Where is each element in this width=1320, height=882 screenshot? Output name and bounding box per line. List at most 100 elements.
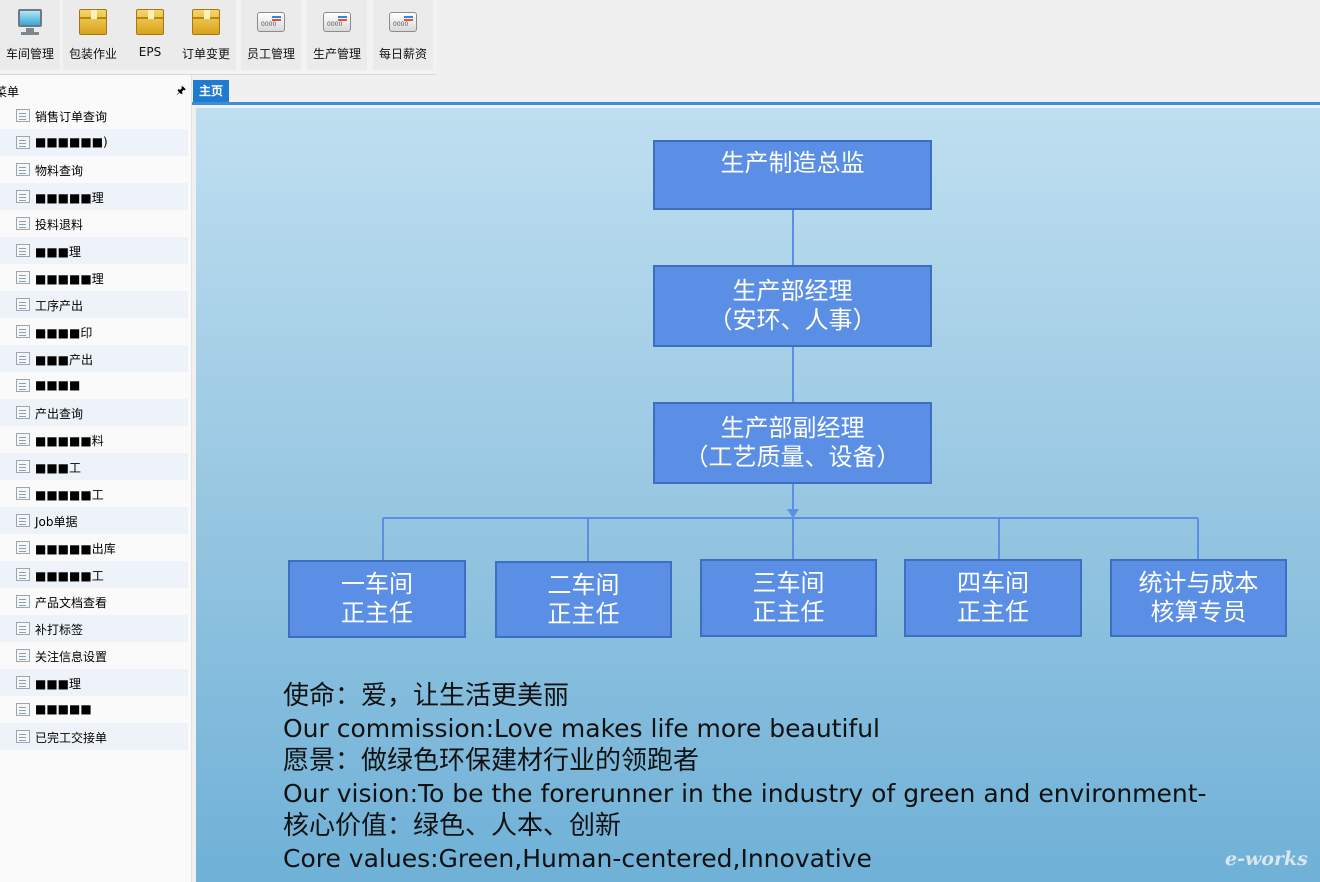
org-box-label: 正主任: [341, 599, 413, 627]
box-icon: [192, 9, 220, 35]
mission-line: Our commission:Love makes life more beau…: [283, 713, 880, 743]
document-icon: [16, 325, 30, 338]
menu-item-label: ■■■■■料: [35, 434, 104, 448]
document-icon: [16, 703, 30, 716]
org-box-workshop-2: 二车间 正主任: [495, 561, 672, 638]
menu-item-label: ■■■■■工: [35, 569, 104, 583]
document-icon: [16, 379, 30, 392]
menu-item[interactable]: 投料退料: [0, 210, 188, 237]
menu-item[interactable]: ■■■产出: [0, 345, 188, 372]
tab-strip: 主页: [192, 75, 1320, 105]
menu-item[interactable]: 关注信息设置: [0, 642, 188, 669]
org-box-label: （工艺质量、设备）: [684, 443, 901, 471]
toolbar-daily-pay-button[interactable]: 0000 每日薪资: [373, 0, 433, 70]
home-content: 生产制造总监 生产部经理 （安环、人事） 生产部副经理 （工艺质量、设备） 一车…: [196, 108, 1320, 882]
document-icon: [16, 190, 30, 203]
box-icon: [79, 9, 107, 35]
tab-home[interactable]: 主页: [193, 80, 229, 102]
menu-item-label: 已完工交接单: [35, 731, 108, 745]
menu-item[interactable]: ■■■理: [0, 237, 188, 264]
values-line: 核心价值：绿色、人本、创新: [283, 811, 622, 842]
menu-item[interactable]: ■■■■■出库: [0, 534, 188, 561]
menu-item[interactable]: ■■■■■理: [0, 183, 188, 210]
org-box-label: 生产部副经理: [720, 414, 865, 442]
mission-text: 使命：爱，让生活更美丽 Our commission:Love makes li…: [283, 680, 1207, 876]
document-icon: [16, 136, 30, 149]
card-icon: 0000: [389, 12, 417, 32]
sidebar-menu: 菜单 🖈 销售订单查询 ■■■■■■) 物料查询 ■■■■■理 投料退料 ■■■…: [0, 75, 192, 882]
menu-item-label: 产出查询: [35, 407, 84, 421]
menu-item[interactable]: ■■■■■■): [0, 129, 188, 156]
org-box-label: 生产部经理: [732, 277, 853, 305]
menu-item[interactable]: 产出查询: [0, 399, 188, 426]
menu-item[interactable]: ■■■工: [0, 453, 188, 480]
toolbar-workshop-button[interactable]: 车间管理: [0, 0, 60, 70]
menu-item[interactable]: ■■■■■: [0, 696, 188, 723]
monitor-icon: [16, 9, 44, 35]
menu-item-label: ■■■理: [35, 677, 82, 691]
box-icon: [136, 9, 164, 35]
menu-item[interactable]: ■■■■■工: [0, 561, 188, 588]
menu-item-label: 产品文档查看: [35, 596, 108, 610]
menu-list: 销售订单查询 ■■■■■■) 物料查询 ■■■■■理 投料退料 ■■■理 ■■■…: [0, 102, 188, 750]
card-icon: 0000: [323, 12, 351, 32]
menu-item[interactable]: ■■■理: [0, 669, 188, 696]
toolbar-button-label: EPS: [138, 45, 162, 59]
menu-item[interactable]: ■■■■■工: [0, 480, 188, 507]
document-icon: [16, 298, 30, 311]
document-icon: [16, 352, 30, 365]
toolbar-button-label: 包装作业: [68, 47, 117, 61]
org-box-workshop-1: 一车间 正主任: [288, 560, 466, 638]
document-icon: [16, 541, 30, 554]
toolbar-eps-button[interactable]: EPS: [120, 0, 180, 70]
document-icon: [16, 514, 30, 527]
toolbar-staff-button[interactable]: 0000 员工管理: [241, 0, 301, 70]
menu-item[interactable]: ■■■■: [0, 372, 188, 399]
document-icon: [16, 244, 30, 257]
document-icon: [16, 595, 30, 608]
document-icon: [16, 271, 30, 284]
toolbar-button-label: 员工管理: [246, 47, 295, 61]
menu-item[interactable]: Job单据: [0, 507, 188, 534]
org-box-label: 核算专员: [1150, 598, 1247, 626]
menu-item[interactable]: ■■■■印: [0, 318, 188, 345]
toolbar-production-button[interactable]: 0000 生产管理: [307, 0, 367, 70]
org-box-director: 生产制造总监: [653, 140, 932, 210]
menu-item-label: ■■■产出: [35, 353, 94, 367]
document-icon: [16, 406, 30, 419]
pin-icon[interactable]: 🖈: [175, 84, 186, 97]
menu-item[interactable]: ■■■■■理: [0, 264, 188, 291]
document-icon: [16, 622, 30, 635]
org-box-workshop-3: 三车间 正主任: [700, 559, 877, 637]
org-box-label: 四车间: [957, 569, 1029, 597]
org-box-label: 生产制造总监: [720, 149, 865, 177]
menu-item-label: 销售订单查询: [35, 110, 108, 124]
menu-item[interactable]: ■■■■■料: [0, 426, 188, 453]
menu-item[interactable]: 销售订单查询: [0, 102, 188, 129]
vision-line: Our vision:To be the forerunner in the i…: [283, 778, 1207, 808]
menu-item[interactable]: 工序产出: [0, 291, 188, 318]
vision-line: 愿景：做绿色环保建材行业的领跑者: [283, 746, 700, 777]
document-icon: [16, 649, 30, 662]
mission-line: 使命：爱，让生活更美丽: [283, 681, 570, 711]
org-box-workshop-4: 四车间 正主任: [904, 559, 1082, 637]
org-box-manager: 生产部经理 （安环、人事）: [653, 265, 932, 347]
toolbar-order-change-button[interactable]: 订单变更: [176, 0, 236, 70]
menu-item-label: ■■■■■理: [35, 272, 104, 286]
menu-item[interactable]: 已完工交接单: [0, 723, 188, 750]
menu-item[interactable]: 补打标签: [0, 615, 188, 642]
document-icon: [16, 163, 30, 176]
menu-item-label: ■■■■■: [35, 702, 92, 716]
menu-item[interactable]: 产品文档查看: [0, 588, 188, 615]
toolbar-button-label: 车间管理: [5, 47, 54, 61]
org-box-label: 统计与成本: [1138, 569, 1259, 597]
org-box-label: 二车间: [547, 570, 620, 599]
values-line: Core values:Green,Human-centered,Innovat…: [283, 843, 872, 873]
menu-item-label: ■■■■■出库: [35, 542, 116, 556]
org-chart-connectors: [382, 209, 1199, 561]
menu-item[interactable]: 物料查询: [0, 156, 188, 183]
toolbar-packing-button[interactable]: 包装作业: [63, 0, 123, 70]
menu-item-label: ■■■■■理: [35, 191, 104, 205]
menu-item-label: 补打标签: [35, 623, 84, 637]
menu-item-label: ■■■■印: [35, 326, 93, 340]
